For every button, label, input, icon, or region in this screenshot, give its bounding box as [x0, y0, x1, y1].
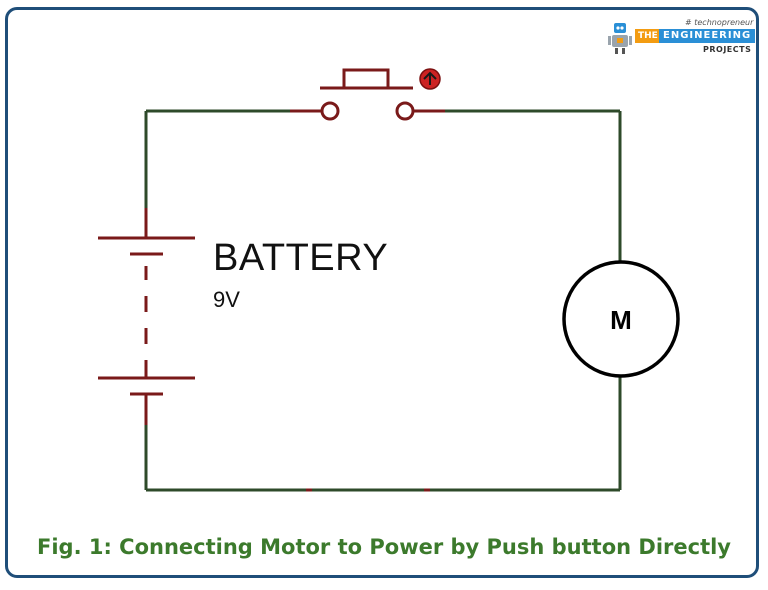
- battery-symbol: [98, 208, 195, 425]
- push-button-symbol: [290, 68, 445, 121]
- circuit-wires: [144, 109, 622, 492]
- logo-engineering: ENGINEERING: [659, 29, 756, 43]
- battery-label: BATTERY: [213, 237, 389, 279]
- figure-caption: Fig. 1: Connecting Motor to Power by Pus…: [37, 535, 731, 559]
- logo-projects: PROJECTS: [703, 45, 752, 54]
- engineering-projects-logo: # technopreneur THE ENGINEERING PROJECTS: [607, 18, 756, 58]
- push-button-contact-right: [395, 101, 415, 121]
- push-button-cap: [342, 68, 390, 90]
- push-button-contact-left: [320, 101, 340, 121]
- push-button-indicator-icon: [419, 68, 441, 90]
- logo-the: THE: [635, 29, 661, 43]
- battery-voltage: 9V: [213, 287, 240, 312]
- motor-symbol: M: [562, 260, 680, 378]
- robot-icon: [608, 23, 632, 54]
- motor-circle: [562, 260, 680, 378]
- logo-hashtag: # technopreneur: [685, 18, 754, 27]
- motor-label: M: [610, 305, 632, 335]
